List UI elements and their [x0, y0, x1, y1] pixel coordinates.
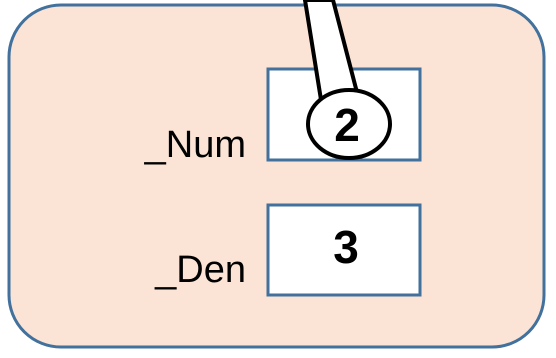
num-field-label: _Num [144, 124, 246, 166]
den-field-value: 3 [333, 221, 359, 273]
pointer-head [306, 88, 392, 160]
num-field-value: 2 [334, 99, 360, 151]
den-field-label: _Den [154, 249, 246, 291]
den-field-box [266, 203, 422, 297]
pointer-arrow: 2 [303, 0, 392, 160]
